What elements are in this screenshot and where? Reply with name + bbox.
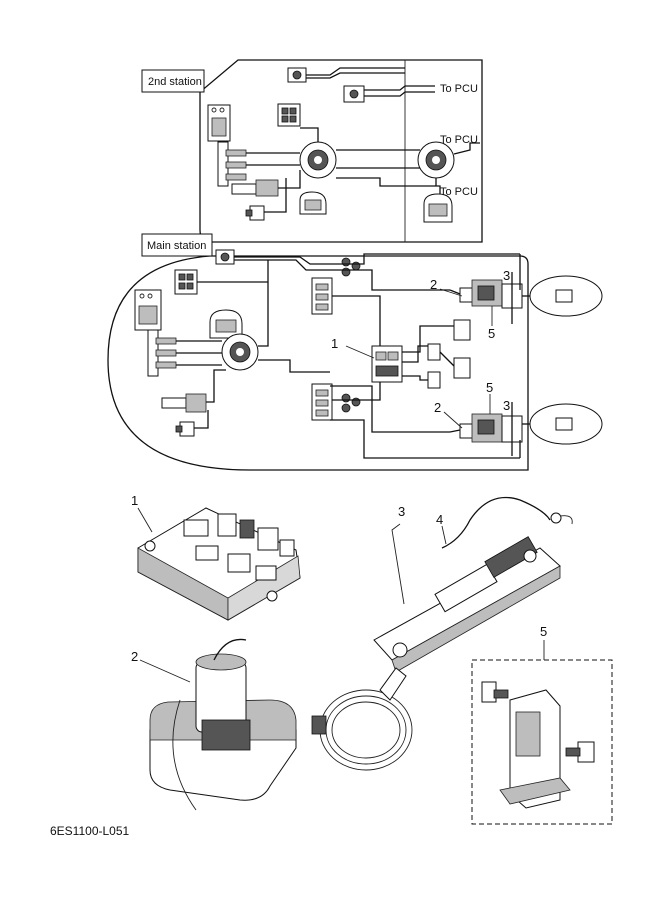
main-junction-hub-icon	[221, 333, 259, 371]
engine-upper-icon	[529, 275, 603, 317]
second-station-label: 2nd station	[148, 76, 202, 88]
engine-lower-icon	[529, 403, 603, 445]
wiring-callout-5a: 5	[488, 326, 495, 341]
part-callout-4: 4	[436, 512, 443, 527]
part-steering-cylinder	[373, 536, 561, 673]
relay-upper-icon	[427, 343, 471, 379]
wiring-callout-5b: 5	[486, 380, 493, 395]
key-switch-icon	[287, 67, 307, 83]
switch-panel-icon	[277, 103, 301, 127]
part-hydraulic-pump	[149, 638, 297, 811]
pcu-connector-icon	[417, 141, 455, 179]
relay-lower-icon	[427, 319, 471, 389]
part-fitting-right-icon	[565, 741, 595, 763]
part-callout-2: 2	[131, 649, 138, 664]
part-callout-3: 3	[398, 504, 405, 519]
wiring-callout-3a: 3	[503, 268, 510, 283]
second-station-label-box	[141, 69, 205, 93]
wiring-callout-2b: 2	[434, 400, 441, 415]
junction-hub-icon	[299, 141, 337, 179]
main-station-label-box	[141, 233, 213, 257]
display-gauge-icon	[207, 104, 231, 142]
main-connector-bus-icon	[147, 329, 177, 377]
part-fitting-left-icon	[481, 681, 509, 703]
cylinder-lower-icon	[501, 402, 523, 456]
main-station-label: Main station	[147, 240, 206, 252]
main-display-gauge-icon	[134, 289, 162, 331]
pump-lower-icon	[459, 413, 503, 443]
part-callout-5: 5	[540, 624, 547, 639]
connector-cap-icon-b	[423, 193, 453, 223]
upper-relay-block-icon	[311, 277, 333, 315]
wiring-callout-3b: 3	[503, 398, 510, 413]
part-harness-terminal-icon	[550, 512, 573, 525]
drawing-code: 6ES1100-L051	[50, 824, 130, 838]
lower-relay-block-icon	[311, 383, 333, 421]
upper-fuse-group-icon	[341, 257, 361, 277]
part-callout-1: 1	[131, 493, 138, 508]
to-pcu-label-2: To PCU	[440, 134, 478, 146]
lower-fuse-group-icon	[341, 393, 361, 413]
part-mounting-bracket	[499, 689, 571, 809]
main-switch-panel-icon	[174, 269, 198, 295]
main-sensor-plug-icon	[161, 393, 207, 413]
part-control-board	[137, 507, 301, 621]
connector-cap-icon-a	[299, 191, 327, 215]
to-pcu-label-1: To PCU	[440, 83, 478, 95]
wiring-callout-1: 1	[331, 336, 338, 351]
fuse-holder-icon	[245, 205, 265, 221]
part-harness-cable	[441, 496, 551, 549]
main-connector-cap-icon	[209, 309, 243, 339]
main-key-switch-icon	[215, 249, 235, 265]
connector-bus-icon	[217, 141, 247, 187]
part-coiled-hose	[311, 667, 413, 771]
main-station-outline	[107, 255, 529, 471]
sensor-plug-icon	[231, 179, 279, 197]
wiring-callout-2a: 2	[430, 277, 437, 292]
main-fuse-holder-icon	[175, 421, 195, 437]
control-unit-icon	[371, 345, 403, 383]
to-pcu-label-3: To PCU	[440, 186, 478, 198]
pump-upper-icon	[459, 279, 503, 307]
main-switch-icon	[343, 85, 365, 103]
